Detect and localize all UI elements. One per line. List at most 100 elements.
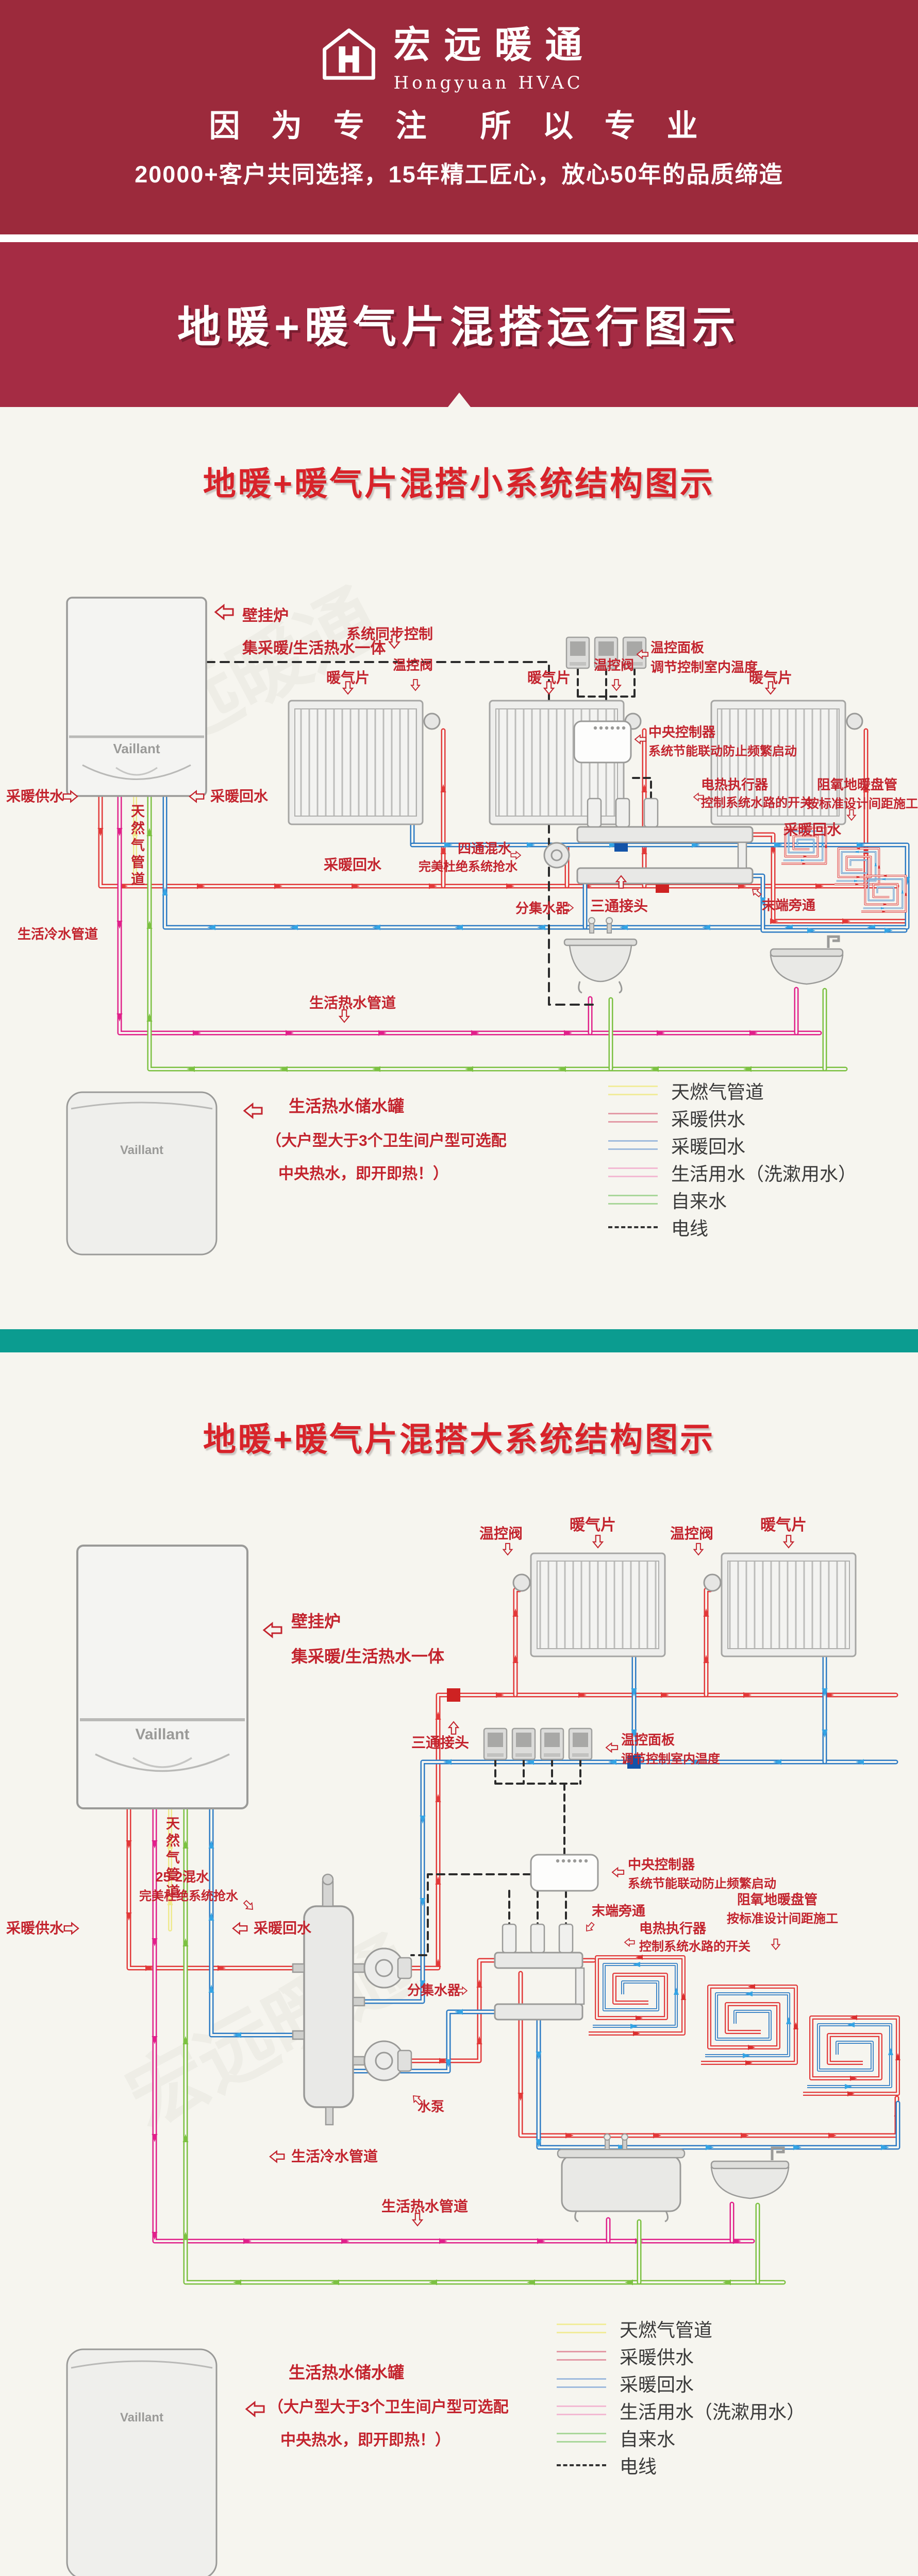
legend-item: 自来水	[608, 1186, 857, 1213]
legend-label: 自来水	[620, 2428, 676, 2450]
electric-wire	[494, 1758, 581, 1856]
thermostat-panel	[511, 1727, 536, 1760]
label-dcw-pipe: 生活冷水管道	[18, 926, 98, 942]
flow-arrow	[565, 2132, 574, 2139]
legend-label: 电线	[671, 1217, 709, 1239]
flow-arrow	[743, 1066, 752, 1072]
flow-arrow	[465, 1066, 473, 1072]
flow-arrow	[146, 828, 153, 836]
flow-arrow	[145, 1965, 154, 1971]
label-heat-return: 采暖回水	[783, 822, 842, 838]
mixing-pump	[543, 842, 570, 869]
flow-arrow	[152, 1938, 158, 1946]
label-arrow-down	[847, 809, 856, 821]
central-controller	[530, 1854, 599, 1892]
white-strip	[0, 234, 918, 242]
section-small-system: 宏远暖通 地暖+暖气片混搭小系统结构图示	[0, 407, 918, 1329]
section-large-title: 地暖+暖气片混搭大系统结构图示	[203, 1421, 715, 1458]
flow-arrow	[152, 2036, 158, 2044]
label-arrow-left	[232, 1922, 248, 1935]
flow-arrow	[439, 2058, 447, 2064]
flow-arrow	[435, 1876, 441, 1885]
label-boiler-sub: 集采暖/生活热水一体	[242, 640, 386, 657]
section-small-title: 地暖+暖气片混搭小系统结构图示	[203, 465, 715, 502]
boiler-brand: Vaillant	[135, 1726, 189, 1743]
flow-arrow	[286, 1030, 294, 1036]
thermostat-panel	[540, 1727, 564, 1760]
legend-swatch	[557, 2433, 606, 2443]
legend-label: 采暖回水	[671, 1136, 746, 1157]
flow-arrow	[578, 1692, 587, 1698]
flow-arrow	[455, 924, 463, 930]
flow-arrow	[455, 2009, 463, 2015]
legend-swatch	[608, 1086, 658, 1095]
logo: 宏远暖通 Hongyuan HVAC	[0, 14, 918, 93]
flow-arrow	[749, 1030, 758, 1036]
flow-arrow	[702, 924, 711, 930]
flow-arrow	[420, 1816, 426, 1824]
label-actuator-sub: 控制系统水路的开关	[701, 795, 812, 810]
label-tstat-valve: 温控阀	[670, 1526, 713, 1541]
label-dcw-pipe: 生活冷水管道	[291, 2148, 378, 2164]
flow-arrow	[444, 842, 453, 848]
electric-actuator	[530, 1923, 545, 1954]
label-controller: 中央控制器	[648, 724, 716, 740]
label-mixing: 四通混水	[458, 841, 512, 856]
label-tank-sub: （大户型大于3个卫生间户型可选配	[268, 2398, 509, 2416]
flow-arrow	[429, 2279, 437, 2285]
legend-swatch	[608, 1195, 658, 1205]
flow-arrow	[116, 921, 123, 929]
flow-arrow	[207, 924, 215, 930]
section-large-system: 宏远暖通 地暖+暖气片混搭大系统结构图示 Vaillant	[0, 1352, 918, 2576]
flow-arrow	[279, 1066, 288, 1072]
flow-arrow	[132, 828, 138, 836]
label-arrow-down	[612, 679, 621, 691]
floor-heating-coil	[589, 1955, 686, 2036]
hand-basin	[770, 935, 844, 985]
flow-arrow	[476, 1979, 482, 1988]
label-gas-pipe-vertical: 天然气管道	[164, 1816, 179, 1901]
legend-item: 采暖供水	[608, 1104, 857, 1131]
flow-arrow	[815, 883, 824, 889]
legend-item: 电线	[557, 2451, 805, 2479]
legend-swatch	[557, 2351, 606, 2361]
label-radiator: 暖气片	[760, 1517, 807, 1534]
flow-arrow	[116, 1013, 123, 1022]
flow-arrow	[653, 2132, 661, 2139]
label-manifold: 分集水器	[515, 901, 570, 916]
flow-arrow	[126, 1840, 132, 1849]
flow-arrow	[208, 1985, 214, 1993]
legend-swatch	[557, 2378, 606, 2388]
flow-arrow	[274, 883, 282, 889]
label-actuator: 电热执行器	[639, 1921, 707, 1936]
flow-arrow	[496, 1692, 504, 1698]
flow-arrow	[440, 784, 446, 792]
label-heat-supply: 采暖供水	[6, 1920, 64, 1936]
flow-arrow	[793, 2144, 802, 2150]
label-panel: 温控面板	[621, 1732, 675, 1748]
floor-heating-coil	[803, 2015, 900, 2096]
flow-arrow	[641, 784, 647, 792]
main-title: 地暖+暖气片混搭运行图示	[177, 303, 741, 351]
electric-wire	[205, 661, 594, 1006]
manifold	[494, 1923, 585, 2021]
flow-arrow	[152, 1840, 158, 1849]
label-controller-sub: 系统节能联动防止频繁启动	[648, 744, 797, 758]
legend-item: 采暖供水	[557, 2342, 805, 2369]
logo-name-cn: 宏远暖通	[393, 23, 596, 66]
flow-arrow	[182, 2134, 189, 2142]
label-arrow-up	[448, 1721, 459, 1735]
legend-label: 采暖供水	[620, 2346, 694, 2368]
legend-item: 生活用水（洗漱用水）	[608, 1159, 857, 1186]
flow-arrow	[743, 1692, 752, 1698]
label-manifold: 分集水器	[407, 1982, 461, 1998]
boiler: Vaillant	[76, 1545, 248, 1809]
label-tank-sub2: 中央热水，即开即热！）	[278, 1165, 448, 1182]
hot-water-tank: Vaillant	[66, 2348, 218, 2576]
flow-arrow	[439, 2238, 447, 2244]
flow-arrow	[352, 883, 360, 889]
legend-swatch	[608, 1140, 658, 1150]
flow-arrow	[641, 846, 647, 854]
flow-arrow	[537, 2238, 545, 2244]
flow-arrow	[152, 2134, 158, 2142]
